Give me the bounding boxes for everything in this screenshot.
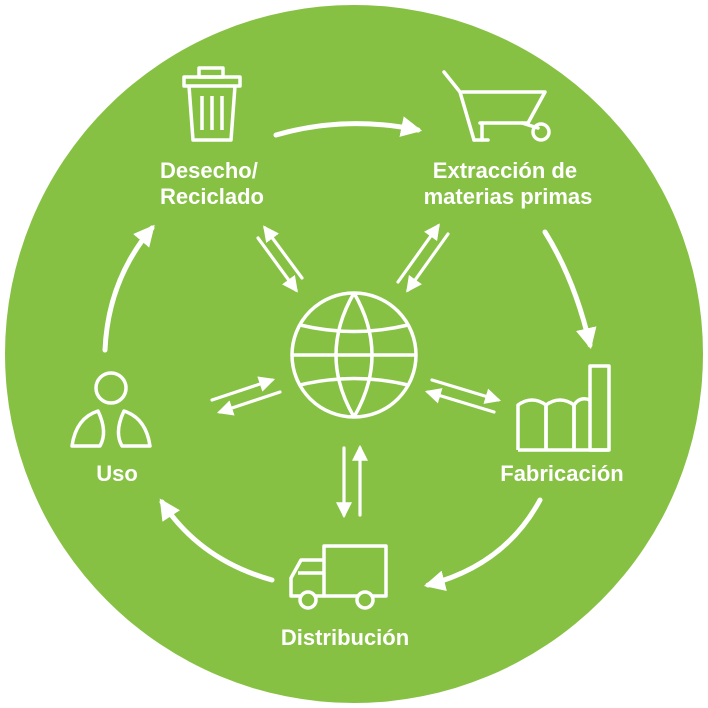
- hub-link-manufacturing: [424, 378, 502, 414]
- hub-arrows: [210, 223, 502, 519]
- label-disposal: Desecho/ Reciclado: [160, 158, 264, 209]
- hub-link-use: [210, 376, 282, 416]
- label-distribution: Distribución: [281, 625, 409, 650]
- arrow-manufacturing-to-distribution: [423, 497, 543, 591]
- cycle-arrows: [102, 116, 597, 591]
- arrow-extraction-to-manufacturing: [542, 229, 597, 350]
- people-icon: [70, 371, 152, 448]
- wheelbarrow-icon: [442, 70, 551, 142]
- arrow-distribution-to-use: [159, 498, 275, 583]
- arrow-use-to-disposal: [102, 224, 155, 353]
- label-manufacturing: Fabricación: [500, 461, 623, 486]
- hub-link-extraction: [396, 223, 450, 293]
- factory-icon: [516, 364, 611, 452]
- trash-can-icon: [182, 66, 242, 142]
- stage-labels: Desecho/ Reciclado Extracción de materia…: [96, 158, 624, 650]
- label-use: Uso: [96, 461, 138, 486]
- globe-icon: [290, 291, 418, 419]
- hub-link-distribution: [336, 444, 368, 519]
- arrow-disposal-to-extraction: [273, 116, 423, 138]
- label-extraction: Extracción de materias primas: [424, 158, 593, 209]
- hub-link-disposal: [256, 225, 304, 293]
- delivery-truck-icon: [289, 544, 388, 610]
